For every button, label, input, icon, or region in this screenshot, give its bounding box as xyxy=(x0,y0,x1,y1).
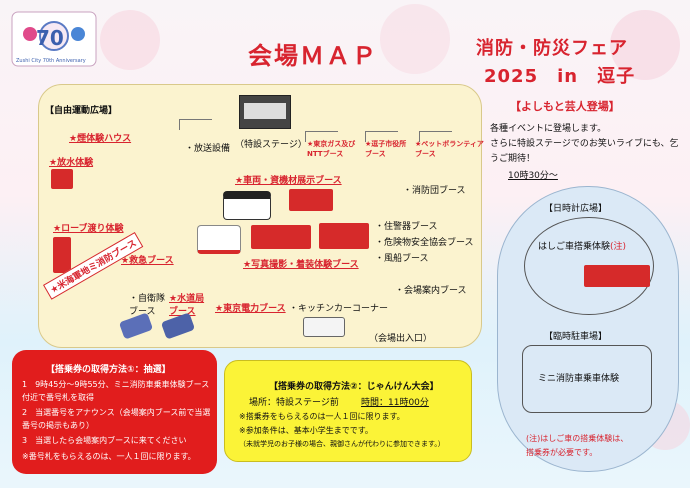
janken-note: ※参加条件は、基本小学生までです。 xyxy=(239,426,373,435)
fair-title: 消防・防災フェア xyxy=(476,38,628,59)
cherry-blossom-decoration xyxy=(380,4,450,74)
fire-truck-icon xyxy=(53,237,71,273)
gas-booth-label: ★東京ガス及び NTTブース xyxy=(307,140,356,158)
tent-icon xyxy=(365,131,398,142)
stage-icon xyxy=(239,95,291,129)
cherry-blossom-decoration xyxy=(610,10,680,80)
janken-title: 【搭乗券の取得方法②：じゃんけん大会】 xyxy=(269,382,439,392)
fire-truck-icon xyxy=(319,223,369,249)
kitchen-car-label: ・キッチンカーコーナー xyxy=(289,304,389,314)
sdf-vehicle-icon xyxy=(118,312,154,340)
janken-place: 場所：特設ステージ前 xyxy=(249,398,339,408)
photo-booth-label: ★写真撮影・着装体験ブース xyxy=(243,260,359,270)
logo-caption: Zushi City 70th Anniversary xyxy=(16,58,86,64)
ladder-footnote: (注)はしご車の搭乗体験は、搭乗券が必要です。 xyxy=(526,434,629,457)
venue-map: 【自由運動広場】 ★煙体験ハウス ・放送設備 （特設ステージ） ★東京ガス及び … xyxy=(38,84,484,348)
clock-plaza-area: 【日時計広場】 はしご車搭乗体験(注) 【臨時駐車場】 ミニ消防車乗車体験 xyxy=(497,186,679,472)
lottery-item: 3 当選したら会場案内ブースに来てください xyxy=(22,436,187,445)
lottery-panel: 【搭乗券の取得方法①：抽選】 1 9時45分～9時55分、ミニ消防車乗車体験ブー… xyxy=(12,350,217,474)
parking-area xyxy=(522,345,652,413)
police-car-icon xyxy=(223,191,271,220)
clock-plaza-circle xyxy=(524,217,654,315)
fair-year: 2025 in 逗子 xyxy=(484,66,636,87)
waterworks-vehicle-icon xyxy=(160,312,196,340)
tepco-booth-label: ★東京電力ブース xyxy=(215,304,286,314)
hazmat-booth-label: ・危険物安全協会ブース xyxy=(375,238,474,248)
ladder-truck-icon xyxy=(584,265,650,287)
clock-plaza-title: 【日時計広場】 xyxy=(544,204,608,214)
special-stage-label: （特設ステージ） xyxy=(235,140,307,150)
smoke-house-label: ★煙体験ハウス xyxy=(69,134,132,144)
anniversary-logo: 70 Zushi City 70th Anniversary xyxy=(10,8,98,70)
ambulance-icon xyxy=(197,225,241,254)
parking-title: 【臨時駐車場】 xyxy=(544,332,608,342)
balloon-booth-label: ・風船ブース xyxy=(375,254,429,264)
note-mark: (注) xyxy=(610,242,627,252)
pet-volunteer-label: ★ペットボランティア ブース xyxy=(415,140,484,158)
lottery-item: 1 9時45分～9時55分、ミニ消防車乗車体験ブース付近で番号札を取得 xyxy=(22,380,210,402)
janken-note: ※搭乗券をもらえるのは一人１回に限ります。 xyxy=(239,412,405,421)
water-discharge-label: ★放水体験 xyxy=(49,158,94,168)
ladder-truck-text: はしご車搭乗体験 xyxy=(538,242,611,252)
fire-truck-icon xyxy=(251,225,311,249)
rescue-booth-label: ★救急ブース xyxy=(121,256,174,266)
broadcast-label: ・放送設備 xyxy=(185,144,231,154)
yoshimoto-title: 【よしもと芸人登場】 xyxy=(510,100,620,113)
tent-icon xyxy=(305,131,338,142)
entrance-label[interactable]: （会場出入口） xyxy=(369,334,433,344)
kitchen-car-icon xyxy=(303,317,345,337)
lottery-note: ※番号札をもらえるのは、一人１回に限ります。 xyxy=(22,452,196,461)
rope-crossing-label: ★ローブ渡り体験 xyxy=(53,224,124,234)
smoke-alarm-booth-label: ・住警器ブース xyxy=(375,222,438,232)
sdf-booth-label: ・自衛隊 ブース xyxy=(129,294,166,317)
janken-panel: 【搭乗券の取得方法②：じゃんけん大会】 場所：特設ステージ前 時間：11時00分… xyxy=(224,360,472,462)
fire-corps-label: ・消防団ブース xyxy=(403,186,466,196)
tent-icon xyxy=(419,131,452,142)
tent-icon xyxy=(179,119,212,130)
yoshimoto-time: 10時30分～ xyxy=(508,171,558,181)
yoshimoto-text: 各種イベントに登場します。 さらに特設ステージでのお笑いライブにも、乞うご期待！ xyxy=(490,124,679,164)
fire-truck-icon xyxy=(289,189,333,211)
fire-truck-icon xyxy=(51,169,73,189)
waterworks-booth-label: ★水道局 ブース xyxy=(169,294,205,317)
zushi-city-booth-label: ★逗子市役所 ブース xyxy=(365,140,407,158)
janken-note: （未就学児のお子様の場合、親御さんが代わりに参加できます。） xyxy=(239,440,445,448)
ladder-truck-label: はしご車搭乗体験(注) xyxy=(538,239,626,252)
janken-time: 時間：11時00分 xyxy=(361,398,429,408)
lottery-item: 2 当選番号をアナウンス（会場案内ブース前で当選番号の掲示もあり） xyxy=(22,408,211,430)
parking-text: ミニ消防車乗車体験 xyxy=(538,374,620,384)
cherry-blossom-decoration xyxy=(100,10,160,70)
vehicle-display-label: ★車両・資機材展示ブース xyxy=(235,176,342,186)
info-booth-label: ・会場案内ブース xyxy=(395,286,467,296)
page-title: 会場ＭＡＰ xyxy=(248,42,378,70)
lottery-title: 【搭乗券の取得方法①：抽選】 xyxy=(46,365,171,375)
logo-year: 70 xyxy=(36,26,64,50)
venue-area-label: 【自由運動広場】 xyxy=(45,106,118,116)
